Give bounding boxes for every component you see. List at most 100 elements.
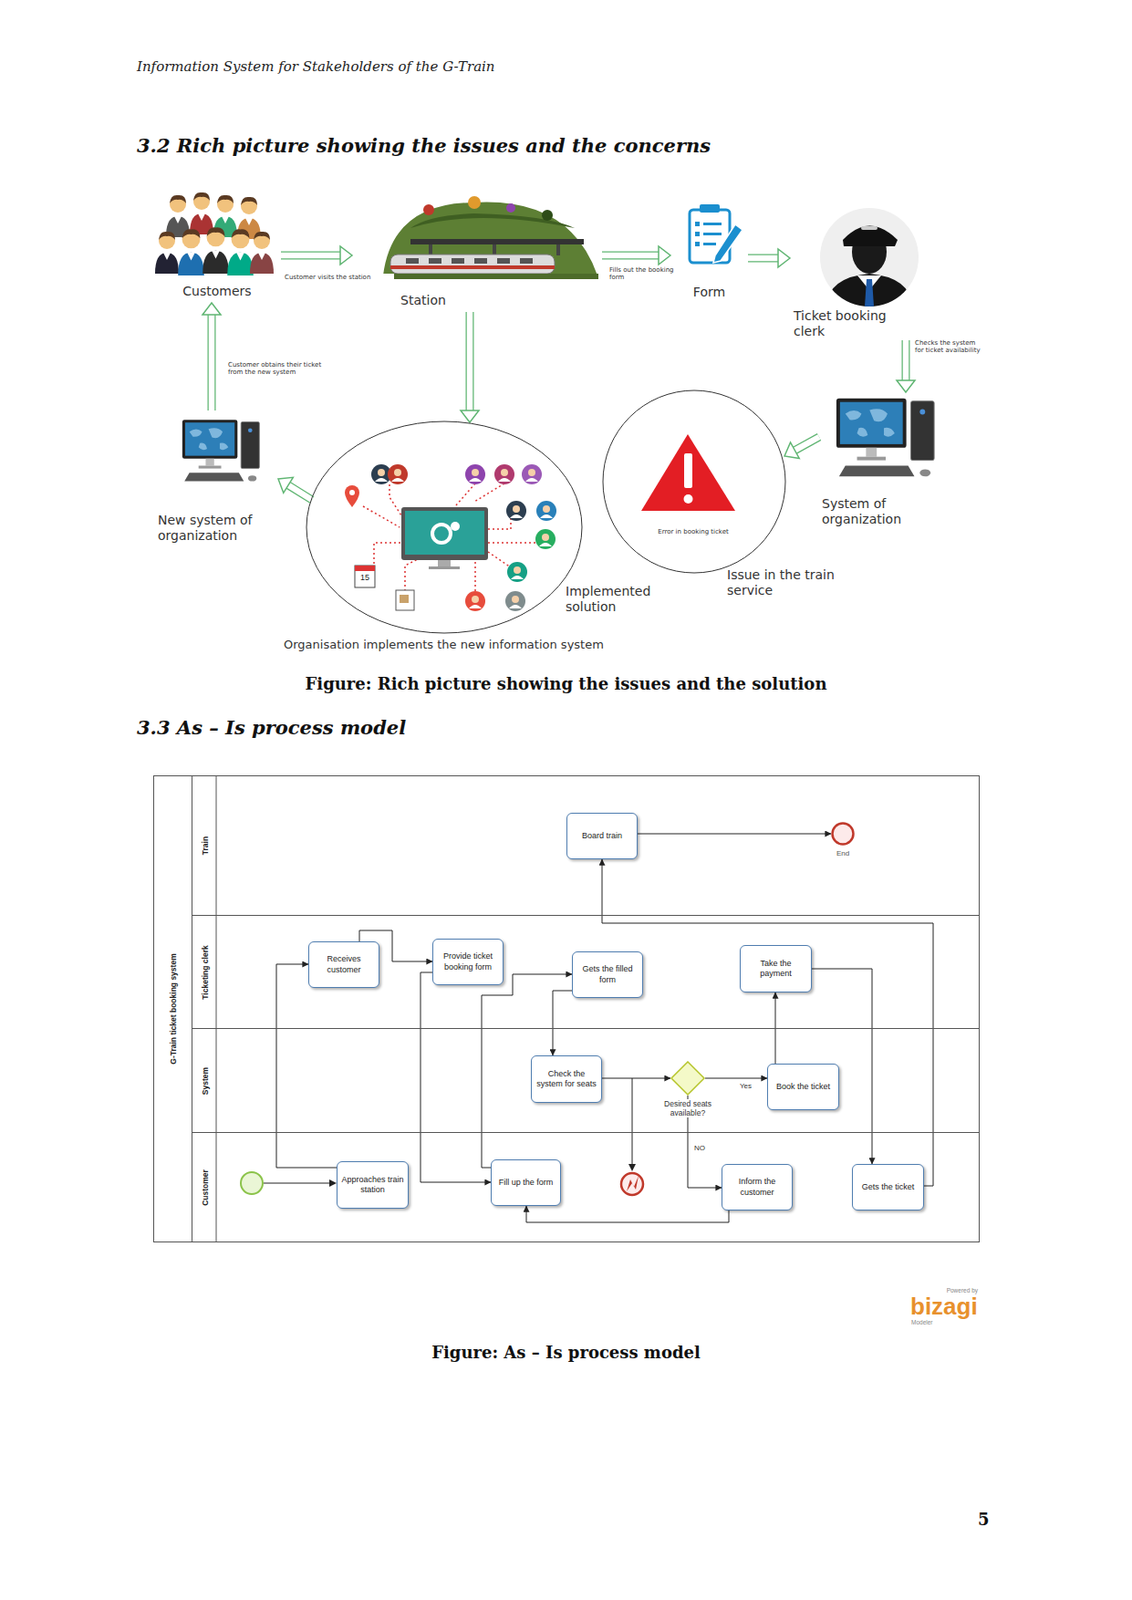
task-box: Receives customer	[308, 941, 380, 988]
task-box: Fill up the form	[490, 1159, 561, 1206]
decision-gateway: Desired seats available?	[670, 1060, 706, 1096]
node-label: End	[829, 849, 857, 859]
node-label: Desired seats available?	[658, 1099, 717, 1118]
task-label: Board train	[581, 830, 623, 842]
running-header: Information System for Stakeholders of t…	[136, 58, 867, 75]
sequence-flow	[552, 990, 572, 1056]
task-label: Gets the ticket	[861, 1182, 915, 1193]
lane-label: Train	[200, 835, 210, 854]
arrow-head	[784, 442, 800, 459]
picture-item: Ticket booking clerk	[789, 207, 922, 341]
lane-label: Ticketing clerk	[200, 945, 210, 999]
gateway-diamond	[671, 1061, 705, 1095]
task-label: Check the system for seats	[534, 1069, 599, 1091]
watermark: bizagi	[910, 1292, 984, 1321]
solution-outline	[306, 421, 582, 634]
flow-line	[420, 972, 491, 1183]
task-box: Check the system for seats	[530, 1055, 603, 1103]
arrow-outline	[602, 251, 660, 260]
task-box: Approaches train station	[336, 1161, 409, 1209]
block-arrow	[460, 311, 479, 423]
arrow-fill	[208, 313, 216, 411]
picture-item: Station	[352, 188, 603, 312]
arrow-outline	[466, 311, 475, 412]
arrow-head	[460, 410, 479, 423]
flow-line	[552, 990, 572, 1056]
node-label: Implemented solution	[565, 583, 657, 615]
edge-label: Customer obtains their ticket from the n…	[228, 361, 338, 377]
edge-label: Fills out the booking form	[609, 266, 676, 282]
edge-label: NO	[694, 1143, 715, 1153]
flow-line	[637, 833, 831, 835]
arrow-outline	[747, 254, 779, 263]
task-label: Take the payment	[743, 958, 809, 980]
arrow-outline	[902, 340, 911, 382]
task-label: Receives customer	[311, 954, 376, 976]
arrow-fill	[287, 484, 312, 500]
arrow-fill	[794, 436, 820, 451]
task-box: Take the payment	[739, 945, 812, 993]
task-label: Fill up the form	[498, 1177, 554, 1188]
arrow-outline	[280, 251, 342, 260]
swimlane: Board trainEndTrain	[191, 775, 980, 915]
arrow-head	[658, 246, 671, 265]
task-label: Gets the filled form	[575, 964, 640, 986]
sequence-flow	[705, 1078, 768, 1080]
block-arrow	[602, 246, 671, 265]
block-arrow	[280, 246, 353, 265]
lane-label: G-Train ticket booking system	[168, 953, 178, 1064]
picture-item: New system of organization	[155, 410, 279, 543]
sequence-flow	[526, 1205, 729, 1223]
edge-label: Customer visits the station	[284, 273, 395, 281]
impl-outline	[278, 420, 657, 655]
arrow-head	[202, 302, 221, 315]
flow-line	[602, 859, 934, 1186]
task-box: Gets the filled form	[571, 951, 644, 998]
node-label: Issue in the train service	[726, 567, 864, 599]
task-box: Board train	[566, 812, 638, 860]
solution-ellipse: Implemented solutionOrganisation impleme…	[278, 420, 657, 655]
arrow-fill	[467, 311, 474, 412]
section-heading: 3.3 As – Is process model	[136, 716, 1004, 739]
sequence-flow	[637, 833, 831, 835]
figure-caption: Figure: As – Is process model	[0, 1342, 1132, 1363]
task-label: Provide ticket booking form	[436, 951, 500, 973]
flow-line	[526, 1205, 729, 1223]
node-label: Ticket booking clerk	[793, 308, 908, 340]
flow-line	[276, 964, 337, 1168]
arrow-fill	[903, 340, 910, 382]
swimlane: Check the system for seatsDesired seats …	[191, 1028, 980, 1132]
arrow-fill	[747, 255, 779, 262]
arrow-fill	[280, 252, 342, 260]
page-number: 5	[977, 1509, 1006, 1530]
arrow-head	[896, 380, 915, 393]
arrow-head	[778, 249, 790, 268]
arrow-outline	[207, 313, 217, 411]
swimlane: Receives customer Provide ticket booking …	[191, 914, 980, 1029]
flow-line	[705, 1078, 768, 1080]
sequence-flow	[276, 964, 337, 1168]
end-circle	[832, 823, 854, 845]
sequence-flow	[602, 859, 934, 1186]
node-label: Organisation implements the new informat…	[283, 637, 658, 653]
picture-item: Customers	[153, 188, 281, 303]
end-outline	[830, 821, 855, 846]
flow-line	[602, 1078, 671, 1080]
task-box: Gets the ticket	[851, 1163, 925, 1211]
end-event: End	[830, 821, 855, 846]
issue-circle: Error in booking ticketIssue in the trai…	[602, 389, 787, 574]
issue-outline	[602, 389, 787, 574]
block-arrow	[896, 340, 915, 393]
task-label: Approaches train station	[340, 1174, 406, 1196]
picture-item: System of organization	[819, 392, 945, 530]
task-label: Book the ticket	[776, 1081, 831, 1092]
node-label: Customers	[153, 283, 281, 300]
node-label: System of organization	[821, 496, 927, 528]
figure-caption: Figure: Rich picture showing the issues …	[0, 674, 1132, 695]
gate-outline	[670, 1060, 706, 1096]
section-heading: 3.2 Rich picture showing the issues and …	[136, 134, 1004, 157]
task-label: Inform the customer	[725, 1176, 790, 1198]
block-arrow	[784, 436, 820, 458]
task-box: Provide ticket booking form	[432, 938, 504, 986]
node-label: Form	[670, 284, 748, 301]
